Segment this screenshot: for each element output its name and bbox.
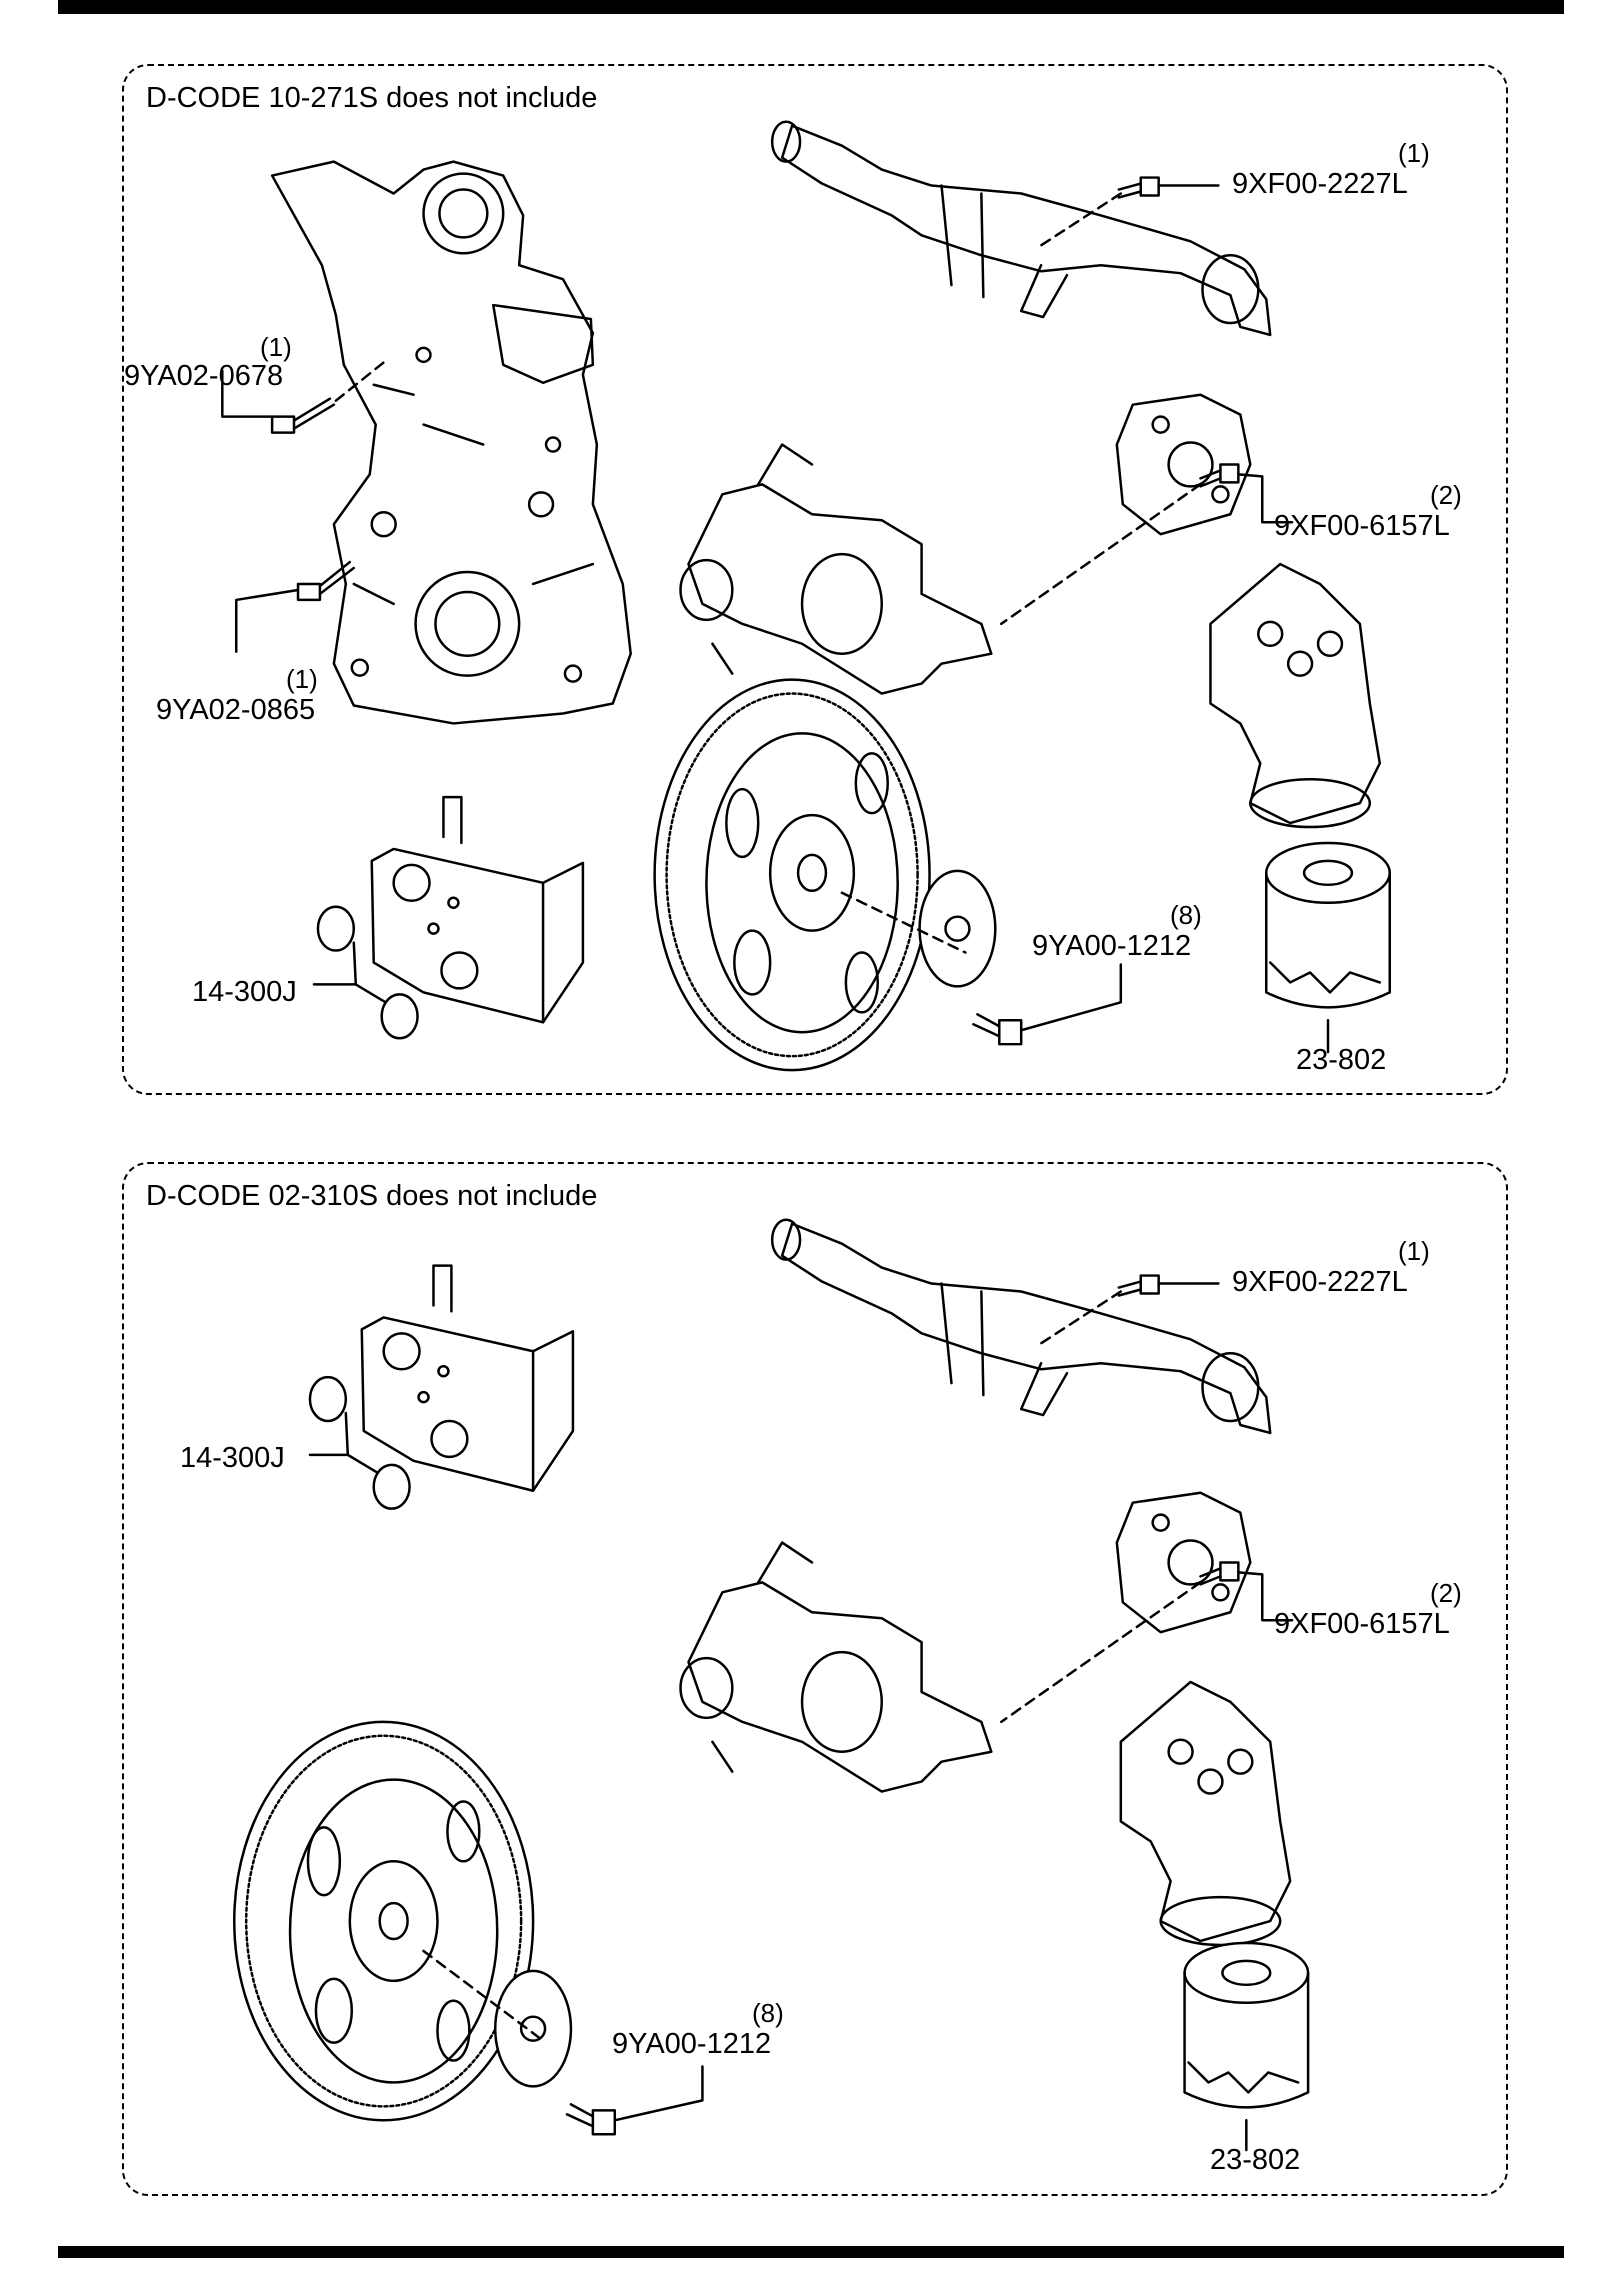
part-number-label: 9YA02-0678 [124, 360, 284, 392]
o-ring-upper [316, 905, 356, 952]
part-number-label: 23-802 [1296, 1044, 1387, 1076]
bottom-rule [58, 2246, 1564, 2258]
flexplate [653, 678, 931, 1072]
flexplate [233, 1720, 535, 2122]
top-rule [58, 0, 1564, 14]
panel-d-code-10-271s: D-CODE 10-271S does not include [122, 64, 1508, 1095]
panel-title: D-CODE 02-310S does not include [146, 1180, 598, 1212]
oil-strainer [1209, 562, 1382, 829]
bolt-9xf00-6157l [1199, 1561, 1240, 1586]
qty-label: (1) [1398, 1236, 1430, 1266]
part-number-label: 9XF00-6157L [1274, 1608, 1450, 1640]
panel-d-code-02-310s: D-CODE 02-310S does not include [122, 1162, 1508, 2196]
bolt-9ya00-1212 [565, 2103, 617, 2136]
oil-strainer [1119, 1680, 1292, 1947]
part-number-label: 9YA00-1212 [1032, 930, 1192, 962]
o-ring-lower [372, 1463, 411, 1510]
bolt-9ya02-0865 [296, 560, 356, 602]
thermostat-housing [1115, 393, 1252, 536]
oil-filter [1183, 1941, 1310, 2109]
thermostat-housing [1115, 1491, 1252, 1634]
bolt-9xf00-6157l [1199, 463, 1240, 488]
qty-label: (1) [1398, 138, 1430, 168]
bolt-9xf00-2227l [1117, 176, 1160, 199]
water-pipe [770, 1218, 1272, 1435]
oil-cooler [360, 1264, 575, 1492]
panel-title: D-CODE 10-271S does not include [146, 82, 598, 114]
bolt-9ya02-0678 [270, 397, 336, 434]
part-number-label: 14-300J [180, 1442, 285, 1474]
o-ring-lower [380, 993, 419, 1040]
timing-chain-cover [270, 160, 632, 725]
part-number-label: 23-802 [1210, 2144, 1301, 2176]
qty-label: (2) [1430, 1578, 1462, 1608]
parts-illustration [221, 120, 1392, 1072]
part-number-label: 9XF00-6157L [1274, 510, 1450, 542]
o-ring-upper [308, 1375, 348, 1423]
qty-label: (8) [1170, 900, 1202, 930]
part-number-label: 9XF00-2227L [1232, 1266, 1408, 1298]
part-number-label: 14-300J [192, 976, 297, 1008]
qty-label: (1) [260, 332, 292, 362]
part-number-label: 9YA00-1212 [612, 2028, 772, 2060]
water-outlet [679, 443, 993, 695]
qty-label: (2) [1430, 480, 1462, 510]
water-pipe [770, 120, 1272, 337]
bolt-9xf00-2227l [1117, 1274, 1160, 1297]
qty-label: (8) [752, 1998, 784, 2028]
spacer-plate [493, 1969, 573, 2088]
qty-label: (1) [286, 664, 318, 694]
bolt-9ya00-1212 [972, 1013, 1023, 1046]
spacer-plate [918, 869, 997, 988]
oil-filter [1264, 841, 1392, 1009]
oil-cooler [370, 795, 585, 1024]
parts-illustration [233, 1218, 1310, 2152]
part-number-label: 9YA02-0865 [156, 694, 316, 726]
part-number-label: 9XF00-2227L [1232, 168, 1408, 200]
water-outlet [679, 1541, 993, 1793]
